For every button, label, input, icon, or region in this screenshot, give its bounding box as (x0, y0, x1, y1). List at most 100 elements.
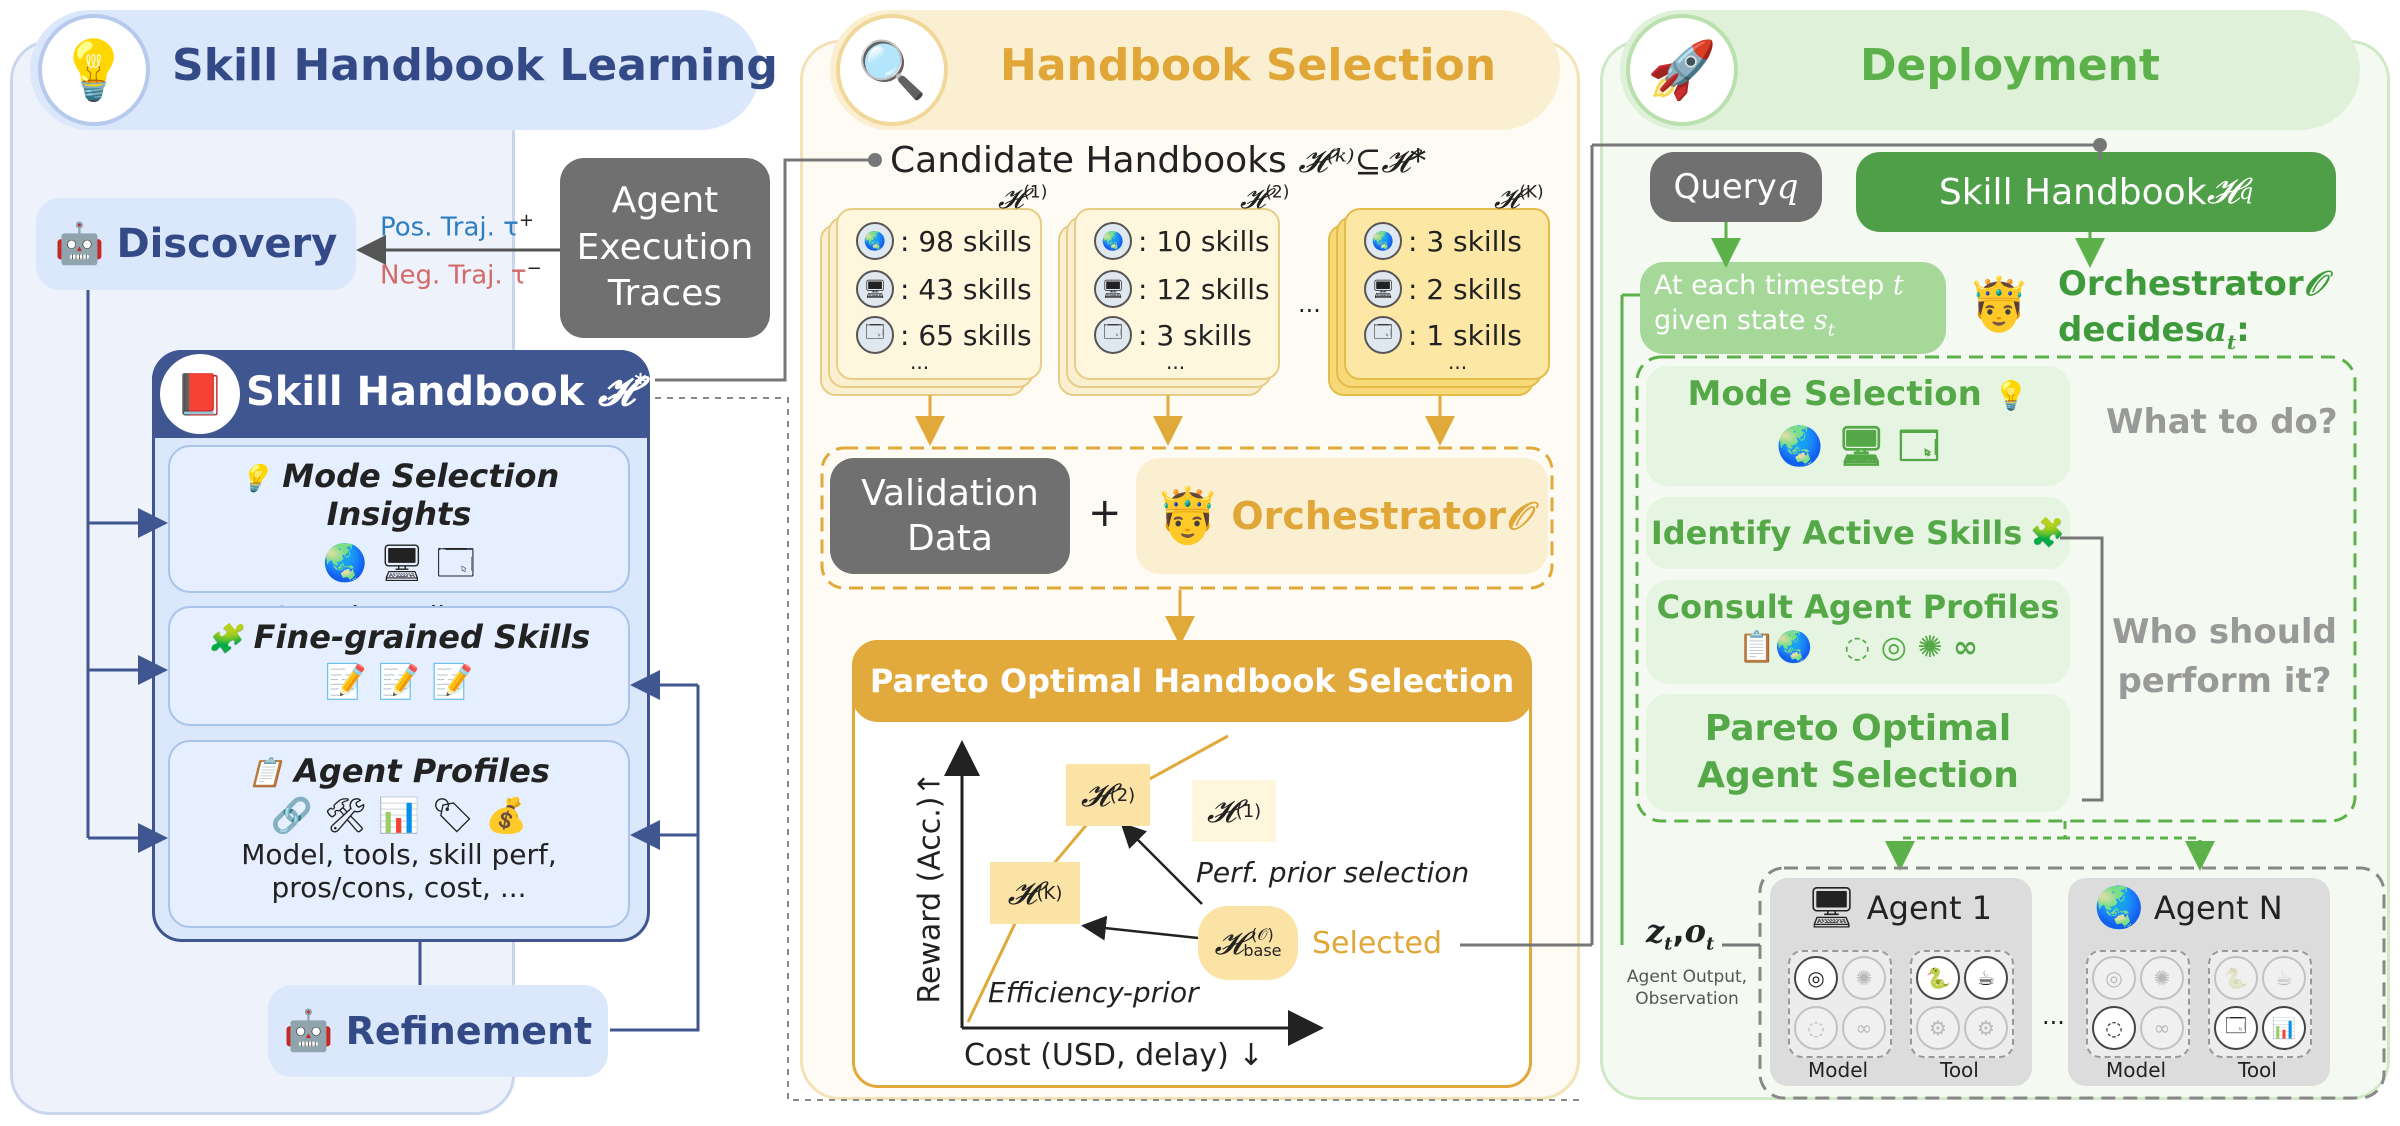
fine-skills-title: 🧩 Fine-grained Skills (207, 618, 591, 656)
lightbulb-icon: 💡 (238, 464, 272, 494)
skills-cluster-icon: 🧩 (2030, 516, 2066, 549)
agent-execution-traces: Agent Execution Traces (560, 158, 770, 338)
traces-line-3: Traces (607, 273, 723, 315)
globe-icon: 🌏 (856, 222, 894, 260)
agent-1-model-label: Model (1808, 1058, 1869, 1082)
model-logo-icon: ∞ (1842, 1006, 1886, 1050)
tools-icon: 🛠 (323, 796, 368, 836)
discovery-label: Discovery (116, 221, 338, 267)
pos-traj-label: Pos. Traj. τ+ (380, 210, 534, 243)
note-pencil-icon: 📝 (430, 662, 474, 702)
who-should-label: Who should perform it? (2112, 612, 2337, 702)
cost-axis-label: Cost (USD, delay) ↓ (964, 1038, 1264, 1073)
refinement-box: 🤖 Refinement (268, 985, 608, 1077)
mode-insights-title: 💡 Mode Selection Insights (238, 457, 560, 533)
globe-icon: 🌏 (1775, 630, 1813, 665)
zo-label: zt,ot (1646, 912, 1715, 955)
profile-sheet-icon: 📋 (248, 756, 283, 789)
validation-line-1: Validation (861, 473, 1039, 514)
orch-line-1: Orchestrator𝒪 (2058, 264, 2326, 304)
perf-prior-label: Perf. prior selection (1196, 856, 1470, 889)
query-box: Query q (1650, 152, 1822, 222)
orchestrator-king-icon: 🤴 (1154, 484, 1222, 547)
robot-icon: 🤖 (283, 1008, 334, 1054)
discovery-box: 🤖 Discovery (36, 198, 356, 290)
plus-sign: + (1088, 490, 1122, 536)
timestep-line-1: At each timestep t (1654, 270, 1904, 301)
timestep-box: At each timestep t given state st (1640, 262, 1946, 354)
pros-cons-icon: 🏷 (430, 796, 475, 836)
eff-prior-arrow (1081, 915, 1199, 941)
agent-profiles-icons: 🔗 🛠 📊 🏷 💰 (170, 796, 628, 836)
note-pencil-icon: 📝 (377, 662, 421, 702)
lightbulb-book-icon: 💡 (38, 14, 150, 126)
learning-title: Skill Handbook Learning (172, 40, 778, 91)
globe-icon: 🌏 (1776, 424, 1824, 468)
browser-icon: 🗔 (856, 316, 894, 354)
reward-axis-label: Reward (Acc.)↑ (912, 771, 948, 1004)
orchestrator-box: 🤴 Orchestrator𝒪 (1136, 458, 1548, 574)
computer-icon: 🖥 (1836, 424, 1886, 468)
fine-skills-icons: 📝 📝 📝 (170, 662, 628, 702)
computer-icon: 🖥 (379, 543, 425, 584)
what-to-do-label: What to do? (2106, 402, 2338, 442)
tool-icon: ⚙ (1964, 1006, 2008, 1050)
model-logo-icon: ◎ (1880, 630, 1907, 665)
browser-tool-icon: 🗔 (2214, 1006, 2258, 1050)
handbook-2-label: 𝓗(2) (1240, 182, 1290, 215)
skill-handbook-title: Skill Handbook 𝓗* (246, 368, 647, 415)
orchestrator-label: Orchestrator𝒪 (1231, 493, 1530, 538)
profile-sheet-icon: 📋 (1738, 630, 1776, 665)
model-logo-icon: ◌ (1844, 630, 1871, 665)
h1-point: 𝓗(1) (1192, 780, 1276, 842)
computer-icon: 🖥 (1806, 885, 1857, 931)
pareto-agent-line-2: Agent Selection (1697, 755, 2019, 796)
pareto-agent-line-1: Pareto Optimal (1704, 708, 2012, 750)
skill-row: 🗔: 65 skills (856, 316, 1032, 354)
orch-line-2: decidesat: (2058, 309, 2250, 354)
model-logo-icon: ◎ (2092, 956, 2136, 1000)
mode-insights-icons: 🌏 🖥 🗔 (170, 537, 628, 598)
pareto-title-bar: Pareto Optimal Handbook Selection (852, 640, 1532, 722)
network-icon: 🔗 (270, 796, 314, 836)
browser-icon: 🗔 (1898, 424, 1940, 468)
learning-header (30, 10, 760, 130)
neg-traj-label: Neg. Traj. τ− (380, 258, 542, 291)
tool-icon: 🐍 (2214, 956, 2258, 1000)
orchestrator-decides: Orchestrator𝒪 decidesat: (2058, 262, 2325, 356)
pareto-plot (944, 734, 1324, 1046)
tool-icon: ☕ (2262, 956, 2306, 1000)
skill-row: 🖥: 12 skills (1094, 270, 1270, 308)
consult-title: Consult Agent Profiles (1656, 588, 2060, 626)
agent-1-tool-label: Tool (1940, 1058, 1979, 1082)
model-logo-icon: ◌ (2092, 1006, 2136, 1050)
agent-n-tool-label: Tool (2238, 1058, 2277, 1082)
model-logo-icon: ◎ (1794, 956, 1838, 1000)
agent-profiles-caption-1: Model, tools, skill perf, (241, 838, 557, 871)
agent-profiles-caption-2: pros/cons, cost, ... (271, 871, 527, 904)
model-logo-icon: ◌ (1794, 1006, 1838, 1050)
lightbulb-icon: 💡 (1993, 379, 2029, 412)
fine-grained-skills-card: 🧩 Fine-grained Skills 📝 📝 📝 (168, 606, 630, 726)
python-icon: 🐍 (1916, 956, 1960, 1000)
deployment-title: Deployment (1860, 40, 2160, 91)
agents-ellipsis: ... (2042, 1002, 2065, 1030)
globe-icon: 🌏 (1094, 222, 1132, 260)
stack-1-ellipsis: ... (910, 350, 930, 374)
coffee-cup-icon: ☕ (1964, 956, 2008, 1000)
candidate-handbooks-label: Candidate Handbooks 𝓗⁽ᵏ⁾⊆𝓗* (890, 140, 1427, 181)
magnifier-chart-icon: 🔍 (836, 14, 948, 126)
agent-n-model-label: Model (2106, 1058, 2167, 1082)
handbook-k-label: 𝓗(K) (1494, 182, 1544, 215)
skill-row: 🌏: 3 skills (1364, 222, 1522, 260)
money-bag-icon: 💰 (484, 796, 528, 836)
skill-row: 🗔: 1 skills (1364, 316, 1522, 354)
selection-header (830, 10, 1560, 130)
h2-point: 𝓗(2) (1066, 764, 1150, 826)
tool-icon: ⚙ (1916, 1006, 1960, 1050)
stack-2-ellipsis: ... (1166, 350, 1186, 374)
refinement-label: Refinement (345, 1009, 593, 1053)
model-logo-icon: ∞ (1952, 630, 1978, 665)
model-logo-icon: ✺ (1842, 956, 1886, 1000)
